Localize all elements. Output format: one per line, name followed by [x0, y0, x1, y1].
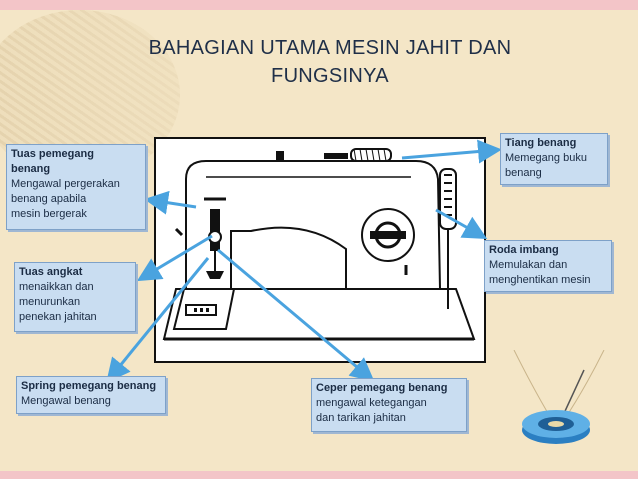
label-title-2: benang	[11, 162, 141, 177]
label-roda-imbang: Roda imbang Memulakan dan menghentikan m…	[484, 240, 612, 292]
label-title: Tuas pemegang	[11, 147, 141, 162]
arrow-tuas-pemegang	[150, 200, 196, 207]
label-title: Ceper pemegang benang	[316, 381, 462, 396]
label-desc: dan tarikan jahitan	[316, 411, 462, 426]
label-desc: Mengawal benang	[21, 394, 161, 409]
label-desc: benang apabila	[11, 192, 141, 207]
label-tiang-benang: Tiang benang Memegang buku benang	[500, 133, 608, 185]
label-desc: Memegang buku	[505, 151, 603, 166]
arrow-ceper	[218, 250, 370, 378]
label-desc: benang	[505, 166, 603, 181]
label-desc: menaikkan dan	[19, 280, 131, 295]
label-tuas-angkat: Tuas angkat menaikkan dan menurunkan pen…	[14, 262, 136, 332]
label-tuas-pemegang-benang: Tuas pemegang benang Mengawal pergerakan…	[6, 144, 146, 230]
label-ceper-pemegang-benang: Ceper pemegang benang mengawal keteganga…	[311, 378, 467, 432]
label-desc: mengawal ketegangan	[316, 396, 462, 411]
label-desc: menurunkan	[19, 295, 131, 310]
label-title: Tiang benang	[505, 136, 603, 151]
label-desc: Memulakan dan	[489, 258, 607, 273]
label-desc: Mengawal pergerakan	[11, 177, 141, 192]
label-desc: mesin bergerak	[11, 207, 141, 222]
label-title: Tuas angkat	[19, 265, 131, 280]
label-desc: penekan jahitan	[19, 310, 131, 325]
arrow-tiang	[402, 150, 496, 158]
bobbin-decoration-icon	[504, 350, 614, 450]
label-desc: menghentikan mesin	[489, 273, 607, 288]
arrow-roda	[436, 210, 482, 236]
label-spring-pemegang-benang: Spring pemegang benang Mengawal benang	[16, 376, 166, 414]
arrow-tuas-angkat	[142, 236, 212, 278]
label-title: Roda imbang	[489, 243, 607, 258]
label-title: Spring pemegang benang	[21, 379, 161, 394]
